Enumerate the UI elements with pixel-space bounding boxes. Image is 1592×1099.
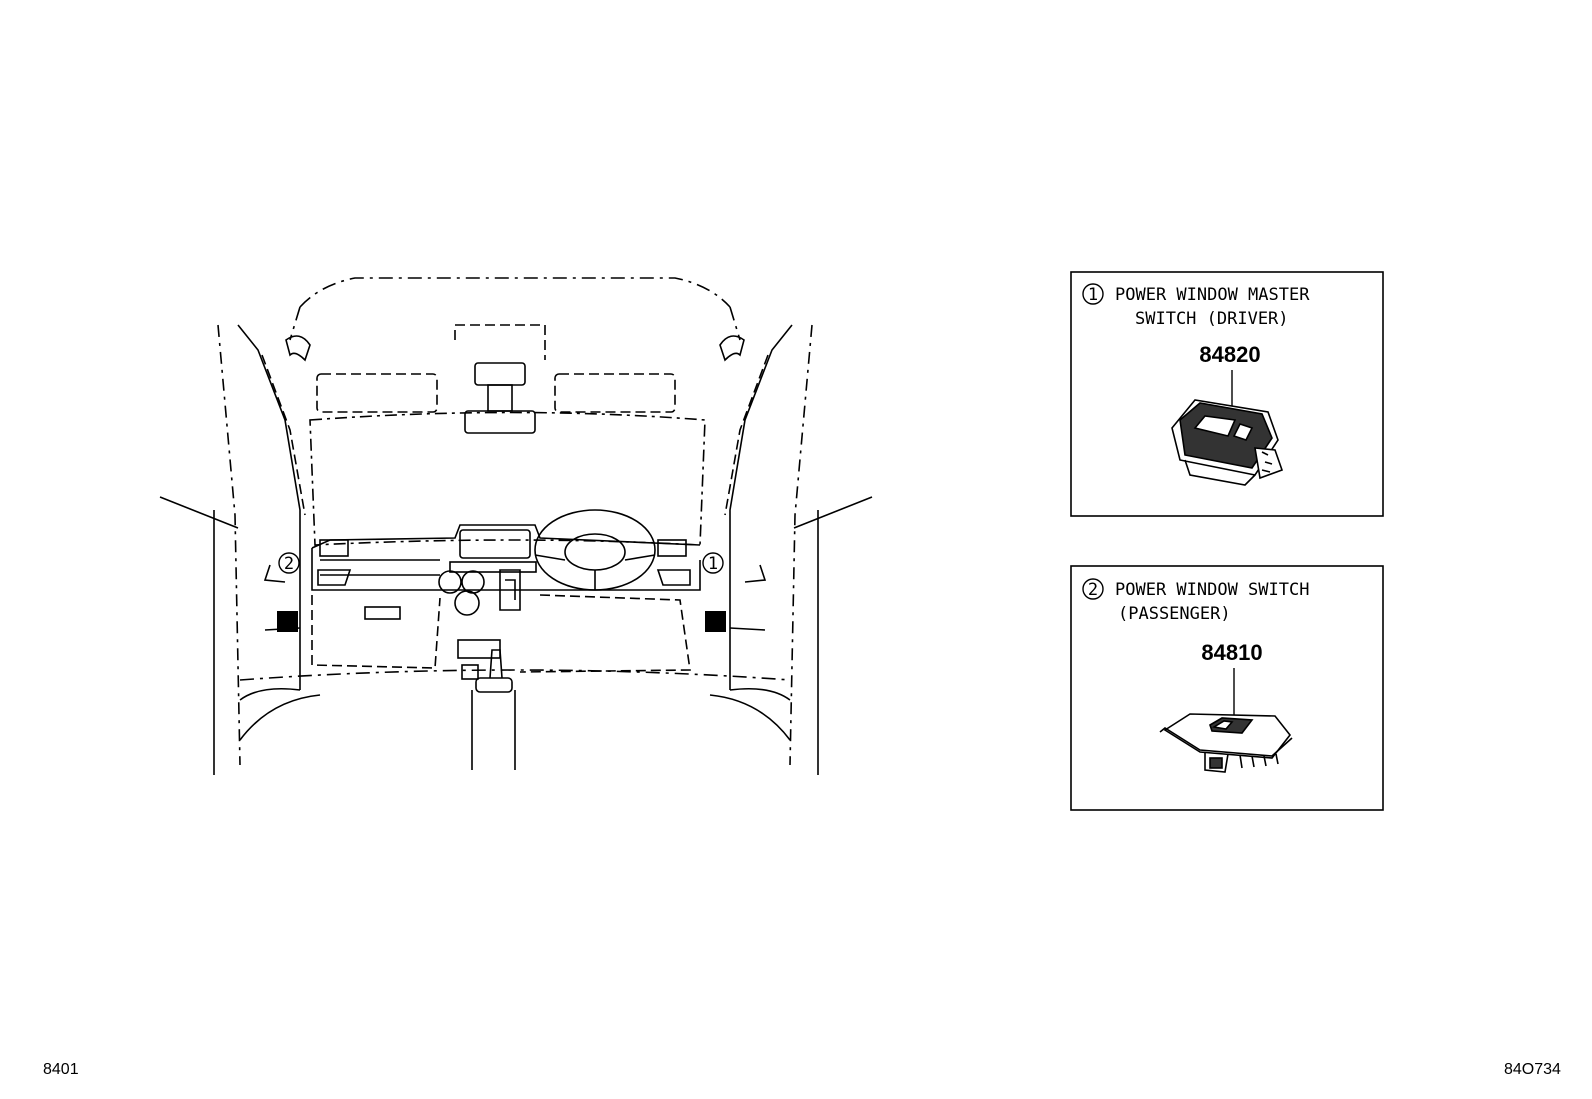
callout-number: 2 <box>1088 580 1098 600</box>
svg-text:1: 1 <box>708 554 718 574</box>
callout-title-line2: (PASSENGER) <box>1118 604 1231 624</box>
passenger-switch-location <box>277 611 298 632</box>
part-number: 84810 <box>1201 640 1262 665</box>
location-marker-passenger: 2 <box>277 552 300 632</box>
callout-box-passenger: 2 POWER WINDOW SWITCH (PASSENGER) 84810 <box>1070 565 1384 811</box>
driver-switch-location <box>705 611 726 632</box>
location-marker-driver: 1 <box>702 552 726 632</box>
master-switch-illustration <box>1171 399 1284 486</box>
footer-right-code: 84O734 <box>1504 1061 1561 1078</box>
callout-title-line1: POWER WINDOW MASTER <box>1115 285 1310 305</box>
callout-title-line1: POWER WINDOW SWITCH <box>1115 580 1309 600</box>
part-number: 84820 <box>1199 342 1260 367</box>
callout-title-line2: SWITCH (DRIVER) <box>1135 309 1289 329</box>
callout-number: 1 <box>1088 285 1098 305</box>
footer-left-code: 8401 <box>43 1061 79 1078</box>
passenger-switch-illustration <box>1159 713 1293 773</box>
car-interior-illustration <box>159 277 873 775</box>
svg-text:2: 2 <box>284 554 294 574</box>
callout-box-driver: 1 POWER WINDOW MASTER SWITCH (DRIVER) 84… <box>1070 271 1384 517</box>
